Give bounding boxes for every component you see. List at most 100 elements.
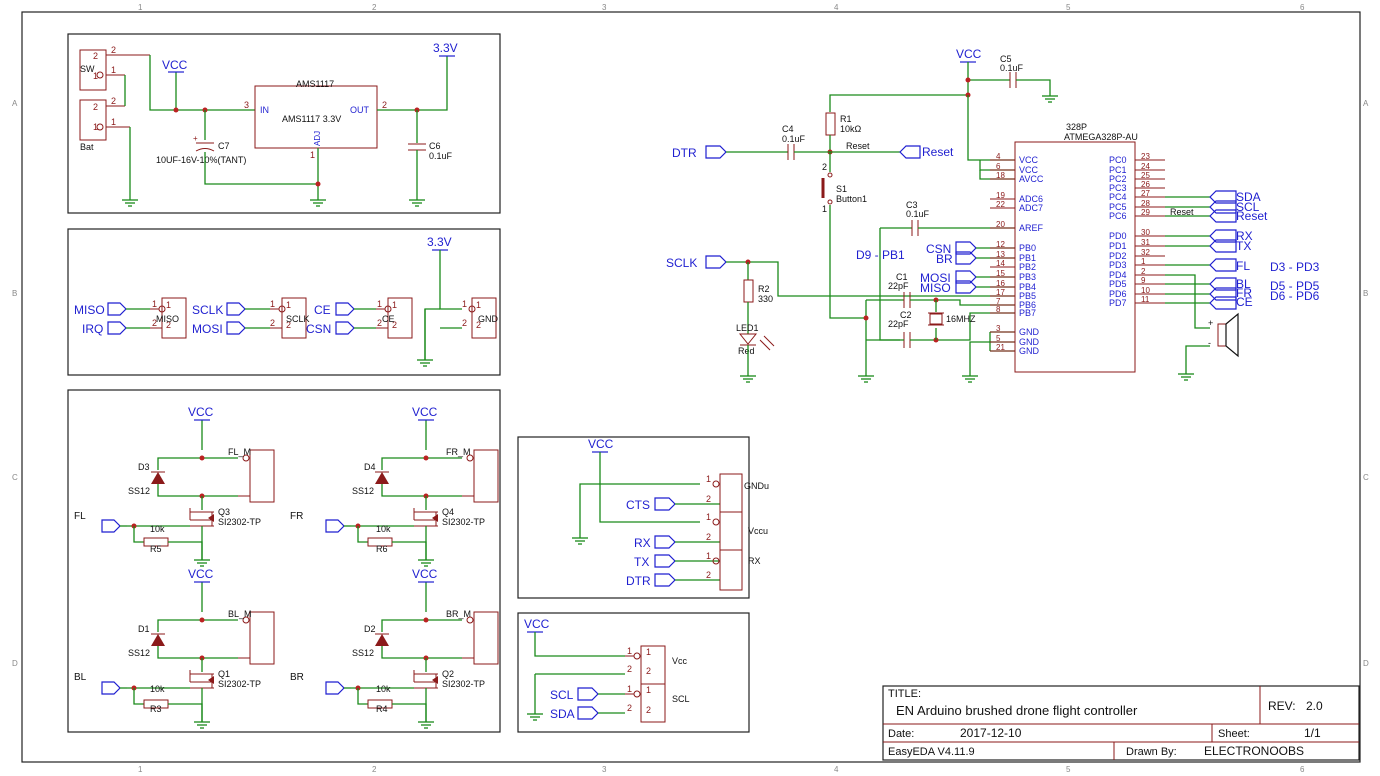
- svg-text:C5: C5: [1000, 54, 1012, 64]
- col-label: 2: [372, 765, 377, 774]
- mcu-pin-name: PD1: [1109, 241, 1127, 251]
- svg-text:10kΩ: 10kΩ: [840, 124, 862, 134]
- radio-section: MISO IRQ 12 12 MISO SCLK MOSI 12 12 SCLK…: [67, 228, 501, 376]
- svg-text:2: 2: [476, 320, 481, 330]
- col-label: 3: [602, 765, 607, 774]
- svg-text:1: 1: [627, 684, 632, 694]
- mcu-pin-number: 12: [996, 240, 1005, 249]
- br-vcc: VCC: [412, 567, 438, 581]
- svg-text:IN: IN: [260, 105, 269, 115]
- svg-text:Drawn By:: Drawn By:: [1126, 746, 1177, 758]
- mcu-pin-name: PB0: [1019, 243, 1036, 253]
- net-ce: CE: [314, 303, 331, 317]
- svg-text:2: 2: [462, 318, 467, 328]
- col-label: 1: [138, 3, 143, 12]
- mcu-pin-number: 15: [996, 269, 1005, 278]
- reg-name: AMS1117: [296, 79, 334, 89]
- svg-text:2: 2: [93, 102, 98, 112]
- svg-text:330: 330: [758, 294, 773, 304]
- mcu-pin-number: 7: [996, 297, 1001, 306]
- svg-text:MISO: MISO: [920, 281, 951, 295]
- svg-text:BL_M: BL_M: [228, 609, 252, 619]
- svg-text:LED1: LED1: [736, 323, 759, 333]
- mcu-pin-number: 16: [996, 279, 1005, 288]
- net-sda: SDA: [550, 707, 575, 721]
- motors-section: VCC FL D3 SS12 FL_M Q3 SI2302-TP 10k R5 …: [67, 389, 501, 733]
- svg-text:FL: FL: [1236, 259, 1250, 273]
- col-label: 4: [834, 3, 839, 12]
- pd5-note: D5 - PD5: [1270, 279, 1320, 293]
- mcu-pin-name: GND: [1019, 346, 1040, 356]
- svg-text:Reset: Reset: [846, 141, 870, 151]
- mcu-pin-name: AVCC: [1019, 174, 1044, 184]
- svg-text:16MHZ: 16MHZ: [946, 314, 976, 324]
- v33-flag: 3.3V: [433, 41, 458, 55]
- mcu-pin-name: PD4: [1109, 270, 1127, 280]
- svg-text:RX: RX: [748, 556, 761, 566]
- svg-text:Reset: Reset: [1236, 209, 1268, 223]
- svg-text:CE: CE: [1236, 295, 1253, 309]
- svg-text:BR_M: BR_M: [446, 609, 471, 619]
- svg-text:2: 2: [706, 570, 711, 580]
- svg-text:1: 1: [462, 299, 467, 309]
- mcu-pin-number: 9: [1141, 276, 1146, 285]
- svg-text:+: +: [1208, 318, 1213, 328]
- mcu-pin-number: 6: [996, 162, 1001, 171]
- svg-text:RX: RX: [1236, 229, 1253, 243]
- bat-label: Bat: [80, 142, 94, 152]
- svg-text:1: 1: [286, 300, 291, 310]
- atmega328p-chip: [1014, 141, 1136, 373]
- svg-text:+: +: [193, 134, 198, 143]
- svg-text:C3: C3: [906, 200, 918, 210]
- border-row-labels: A B C D A B C D: [12, 99, 1369, 668]
- pd3-note: D3 - PD3: [1270, 260, 1320, 274]
- mcu-pin-number: 30: [1141, 228, 1150, 237]
- svg-text:2: 2: [152, 318, 157, 328]
- svg-text:2: 2: [706, 532, 711, 542]
- svg-text:10k: 10k: [150, 684, 165, 694]
- mcu-pin-name: PB7: [1019, 308, 1036, 318]
- svg-text:SCL: SCL: [1236, 200, 1260, 214]
- net-tx: TX: [634, 555, 649, 569]
- svg-text:GNDu: GNDu: [744, 481, 769, 491]
- svg-text:2: 2: [166, 320, 171, 330]
- svg-text:2: 2: [627, 664, 632, 674]
- svg-text:1: 1: [646, 685, 651, 695]
- mcu-pin-number: 19: [996, 191, 1005, 200]
- svg-text:OUT: OUT: [350, 105, 370, 115]
- svg-text:C1: C1: [896, 272, 908, 282]
- mcu-pin-number: 8: [996, 305, 1001, 314]
- mcu-pin-name: PB3: [1019, 272, 1036, 282]
- mcu-net-sclk: SCLK: [666, 256, 697, 270]
- mcu-pin-name: PD5: [1109, 279, 1127, 289]
- svg-text:2: 2: [627, 703, 632, 713]
- mcu-pin-name: PB5: [1019, 291, 1036, 301]
- c6-value: 0.1uF: [429, 151, 453, 161]
- svg-text:R5: R5: [150, 544, 162, 554]
- svg-text:1: 1: [627, 646, 632, 656]
- svg-text:1: 1: [152, 299, 157, 309]
- fl-vcc: VCC: [188, 405, 214, 419]
- power-section: SW 2 1 2 1 Bat 2 1 2 1 VCC + C7 10UF-1: [67, 33, 501, 214]
- row-label: A: [12, 99, 18, 108]
- row-label: D: [1363, 659, 1369, 668]
- svg-text:2: 2: [706, 494, 711, 504]
- svg-text:TITLE:: TITLE:: [888, 688, 921, 700]
- svg-text:1: 1: [377, 299, 382, 309]
- mcu-pin-number: 21: [996, 343, 1005, 352]
- mcu-pin-name: PC3: [1109, 183, 1127, 193]
- svg-text:MOSI: MOSI: [920, 271, 951, 285]
- col-label: 5: [1066, 3, 1071, 12]
- reset-flag: Reset: [922, 145, 954, 159]
- svg-text:FR_M: FR_M: [446, 447, 471, 457]
- ftdi-vcc: VCC: [588, 437, 614, 451]
- mcu-value: ATMEGA328P-AU: [1064, 132, 1138, 142]
- row-label: D: [12, 659, 18, 668]
- mcu-pin-number: 10: [1141, 286, 1150, 295]
- svg-text:10k: 10k: [376, 524, 391, 534]
- net-fr: FR: [290, 511, 303, 522]
- mcu-pin-number: 25: [1141, 171, 1150, 180]
- svg-text:Date:: Date:: [888, 728, 914, 740]
- svg-text:SI2302-TP: SI2302-TP: [442, 679, 485, 689]
